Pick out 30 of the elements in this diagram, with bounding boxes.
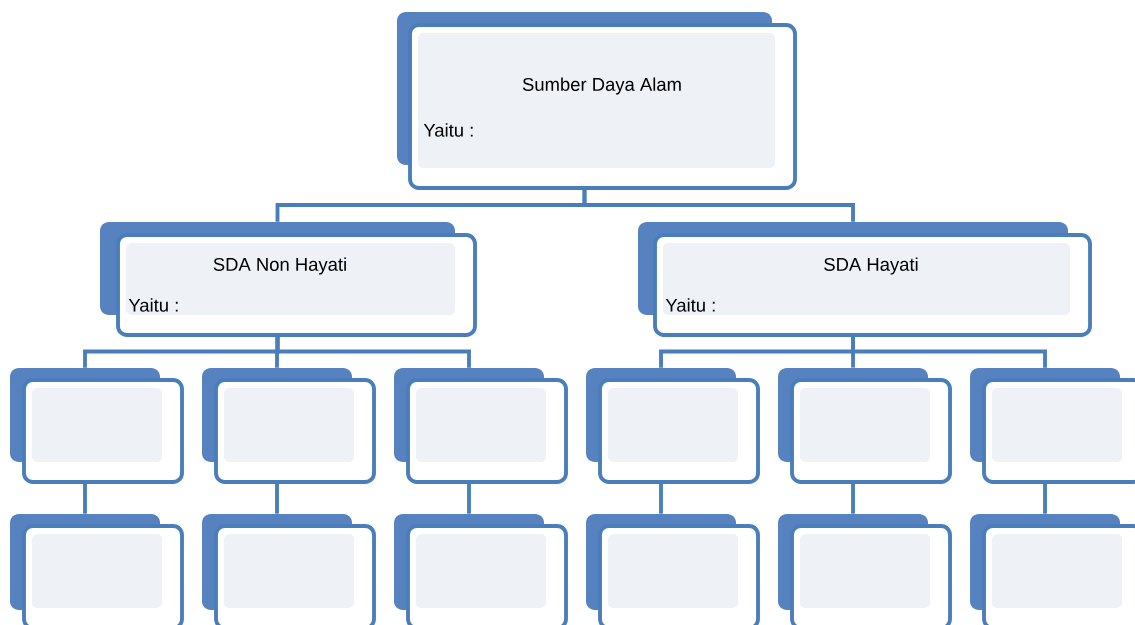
box-text: Yaitu : [128, 298, 178, 312]
box [202, 514, 376, 625]
connector [275, 483, 279, 514]
box [394, 514, 568, 625]
connector [659, 483, 663, 514]
connector [467, 483, 471, 514]
box [394, 368, 568, 484]
box-title: SDA Non Hayati [213, 257, 346, 275]
connector [851, 336, 1047, 368]
connector [1043, 483, 1047, 514]
box [397, 12, 797, 190]
box [778, 368, 952, 484]
box-title: Sumber Daya Alam [522, 77, 681, 95]
box [778, 514, 952, 625]
box [586, 514, 760, 625]
box-text: Yaitu : [423, 123, 473, 137]
connector [851, 483, 855, 514]
box-title: SDA Hayati [824, 257, 918, 275]
box [586, 368, 760, 484]
box [970, 514, 1135, 625]
connector [83, 483, 87, 514]
box [970, 368, 1135, 484]
box [638, 222, 1092, 337]
connector [275, 336, 471, 368]
box-text: Yaitu : [665, 298, 715, 312]
box [202, 368, 376, 484]
box [100, 222, 477, 337]
box [10, 514, 184, 625]
connector [582, 189, 855, 222]
box [10, 368, 184, 484]
